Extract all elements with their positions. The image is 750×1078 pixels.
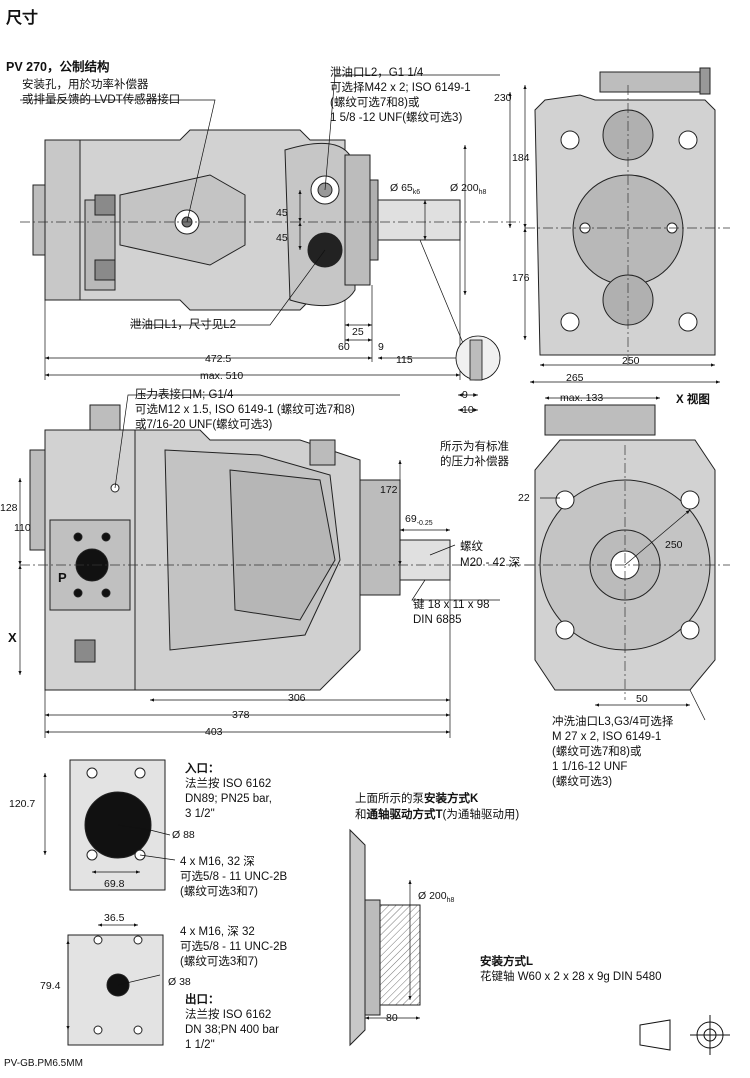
dim-9-detail: 9 bbox=[462, 389, 468, 401]
projection-symbol bbox=[639, 1015, 730, 1055]
axis-x-label: X bbox=[8, 630, 17, 645]
dim-22: 22 bbox=[518, 492, 530, 504]
inlet-dimension-lines bbox=[43, 773, 176, 874]
middle-view-dimension-lines bbox=[18, 394, 500, 738]
shaft-detail bbox=[455, 335, 501, 412]
callout-pressure-m-3: 或7/16-20 UNF(螺纹可选3) bbox=[135, 419, 273, 431]
page-title: 尺寸 bbox=[6, 10, 39, 27]
callout-key-1: 键 18 x 11 x 98 bbox=[413, 599, 490, 611]
dim-d88: Ø 88 bbox=[172, 829, 195, 841]
dim-45-upper: 45 bbox=[276, 207, 288, 219]
inlet-line-3: DN89; PN25 bar, bbox=[185, 793, 272, 805]
dim-378: 378 bbox=[232, 709, 250, 721]
dim-25: 25 bbox=[352, 326, 364, 338]
callout-mount-hole-2: 或排量反馈的 LVDT传感器接口 bbox=[22, 94, 181, 106]
outlet-bolts-3: (螺纹可选3和7) bbox=[180, 956, 258, 968]
callout-mount-hole-1: 安装孔，用於功率补偿器 bbox=[22, 79, 149, 91]
callout-thread-1: 螺纹 bbox=[460, 541, 483, 553]
dim-d200-spline: Ø 200h8 bbox=[418, 890, 455, 905]
dim-115: 115 bbox=[396, 354, 413, 366]
middle-side-view bbox=[29, 404, 451, 691]
callout-pressure-m-2: 可选M12 x 1.5, ISO 6149-1 (螺纹可选7和8) bbox=[135, 404, 355, 416]
outlet-line-2: 法兰按 ISO 6162 bbox=[185, 1009, 272, 1021]
dim-45-lower: 45 bbox=[276, 232, 288, 244]
footer-code: PV-GB.PM6.5MM bbox=[4, 1058, 83, 1069]
dim-d38: Ø 38 bbox=[168, 976, 191, 988]
outlet-bolts-1: 4 x M16, 深 32 bbox=[180, 926, 255, 938]
outlet-flange bbox=[67, 934, 164, 1046]
dim-110: 110 bbox=[14, 522, 31, 534]
outlet-dimension-lines bbox=[66, 923, 161, 1030]
dim-79-4: 79.4 bbox=[40, 980, 61, 992]
callout-drain-l2-3: (螺纹可选7和8)或 bbox=[330, 97, 420, 109]
front-view bbox=[534, 67, 716, 356]
inlet-line-2: 法兰按 ISO 6162 bbox=[185, 778, 272, 790]
dim-306: 306 bbox=[288, 692, 306, 704]
callout-flush-l3-4: 1 1/16-12 UNF bbox=[552, 761, 628, 773]
callout-key-2: DIN 6885 bbox=[413, 614, 462, 626]
dim-50: 50 bbox=[636, 693, 648, 705]
mounting-l-dimension-lines bbox=[365, 880, 420, 1020]
top-side-view bbox=[32, 129, 461, 311]
inlet-bolts-3: (螺纹可选3和7) bbox=[180, 886, 258, 898]
dim-10-detail: 10 bbox=[462, 404, 474, 416]
inlet-title: 入口： bbox=[185, 763, 220, 775]
callout-flush-l3-3: (螺纹可选7和8)或 bbox=[552, 746, 642, 758]
dim-max-133: max. 133 bbox=[560, 392, 604, 404]
page-subtitle: PV 270，公制结构 bbox=[6, 60, 110, 74]
mounting-l-spline: 花键轴 W60 x 2 x 28 x 9g DIN 5480 bbox=[480, 971, 662, 983]
dim-120-7: 120.7 bbox=[9, 798, 36, 810]
dim-176: 176 bbox=[512, 272, 530, 284]
dim-80: 80 bbox=[386, 1012, 398, 1024]
dim-60: 60 bbox=[338, 341, 350, 353]
callout-drain-l2-4: 1 5/8 -12 UNF(螺纹可选3) bbox=[330, 112, 463, 124]
inlet-bolts-2: 可选5/8 - 11 UNC-2B bbox=[180, 871, 288, 883]
inlet-bolts-1: 4 x M16, 32 深 bbox=[180, 856, 255, 868]
callout-drain-l1: 泄油口L1，尺寸见L2 bbox=[130, 319, 237, 331]
mounting-l-view bbox=[349, 828, 421, 1047]
dim-403: 403 bbox=[205, 726, 223, 738]
front-view-dimension-lines bbox=[508, 85, 720, 384]
port-p-label: P bbox=[58, 570, 67, 585]
dim-max-510: max. 510 bbox=[200, 370, 244, 382]
top-view-dimension-lines bbox=[20, 74, 500, 380]
dim-69-8: 69.8 bbox=[104, 878, 125, 890]
outlet-bolts-2: 可选5/8 - 11 UNC-2B bbox=[180, 941, 288, 953]
x-view-title: X 视图 bbox=[676, 394, 710, 406]
dim-128: 128 bbox=[0, 502, 18, 514]
mounting-t-note: 和通轴驱动方式T(为通轴驱动用) bbox=[355, 809, 520, 821]
dim-250-front: 250 bbox=[622, 355, 640, 367]
dim-d200: Ø 200h8 bbox=[450, 182, 487, 197]
inlet-flange bbox=[69, 759, 166, 891]
dim-36-5: 36.5 bbox=[104, 912, 125, 924]
inlet-line-4: 3 1/2" bbox=[185, 808, 215, 820]
dim-184: 184 bbox=[512, 152, 530, 164]
dim-250-x: 250 bbox=[665, 539, 683, 551]
dim-230: 230 bbox=[494, 92, 512, 104]
callout-flush-l3-5: (螺纹可选3) bbox=[552, 776, 613, 788]
outlet-line-3: DN 38;PN 400 bar bbox=[185, 1024, 279, 1036]
dim-172: 172 bbox=[380, 484, 398, 496]
callout-thread-2: M20 - 42 深 bbox=[460, 557, 521, 569]
dim-d65: Ø 65k6 bbox=[390, 182, 421, 197]
dim-265: 265 bbox=[566, 372, 584, 384]
dim-69: 69-0.25 bbox=[405, 513, 433, 528]
outlet-line-4: 1 1/2" bbox=[185, 1039, 215, 1051]
callout-compensator-2: 的压力补偿器 bbox=[440, 456, 509, 468]
callout-pressure-m-1: 压力表接口M; G1/4 bbox=[135, 389, 234, 401]
callout-flush-l3-1: 冲洗油口L3,G3/4可选择 bbox=[552, 716, 674, 728]
callout-compensator-1: 所示为有标准 bbox=[440, 441, 509, 453]
dim-472-5: 472.5 bbox=[205, 353, 232, 365]
callout-drain-l2-2: 可选择M42 x 2; ISO 6149-1 bbox=[330, 82, 471, 94]
callout-flush-l3-2: M 27 x 2, ISO 6149-1 bbox=[552, 731, 662, 743]
x-view-dimension-lines bbox=[540, 396, 706, 721]
mounting-k-note: 上面所示的泵安装方式K bbox=[355, 793, 479, 805]
callout-drain-l2-1: 泄油口L2，G1 1/4 bbox=[330, 67, 424, 79]
dim-9-top: 9 bbox=[378, 341, 384, 353]
mounting-l-title: 安装方式L bbox=[480, 956, 534, 968]
outlet-title: 出口： bbox=[185, 994, 220, 1006]
